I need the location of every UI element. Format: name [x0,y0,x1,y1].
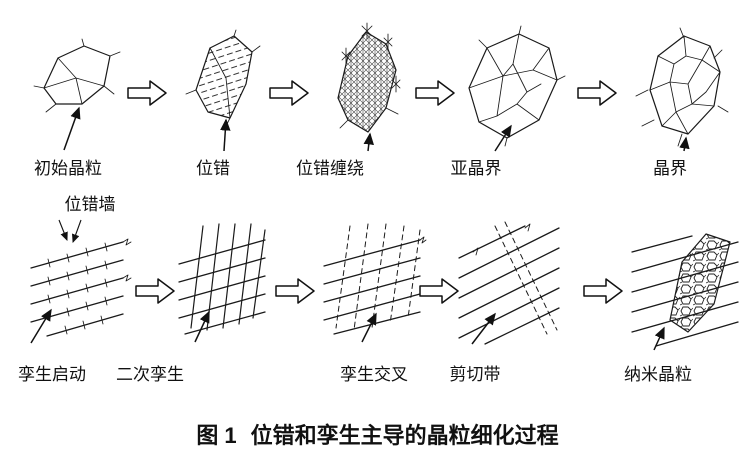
annotation-arrow [72,219,82,244]
pointer-arrow [363,132,374,152]
dislocation-label: 位错 [196,159,230,178]
pointer-arrow [30,308,52,344]
figure-caption-number: 图 1 [196,423,237,448]
subgrain-boundary-label: 亚晶界 [450,159,502,178]
pointer-arrow [194,310,210,343]
twin-initiation-sketch [30,219,132,344]
dislocation-tangle-label: 位错缠绕 [296,159,364,178]
pointer-arrow [63,106,81,151]
shear-band-sketch [458,221,560,345]
flow-arrow-icon [275,278,315,304]
shear-band-label: 剪切带 [449,365,501,384]
flow-arrow-icon [135,278,175,304]
nano-grains-sketch [631,233,739,351]
flow-arrow-icon [583,278,623,304]
pointer-arrow [679,136,690,152]
secondary-twinning-sketch [178,223,266,343]
secondary-twin-label: 二次孪生 [116,365,184,384]
pointer-arrow [653,326,665,351]
twin-intersection-label: 孪生交叉 [340,365,408,384]
twin-initiation-label: 孪生启动 [18,365,86,384]
flow-arrow-icon [419,278,459,304]
flow-arrow-icon [577,80,617,106]
dislocations-sketch [185,29,261,152]
annotation-arrow [58,219,68,242]
nano-grain-label: 纳米晶粒 [624,365,692,384]
initial-grain-sketch [33,38,121,151]
initial-grain-label: 初始晶粒 [34,159,102,178]
figure-caption-text: 位错和孪生主导的晶粒细化过程 [250,423,559,448]
pointer-arrow [220,118,231,152]
flow-arrow-icon [415,80,455,106]
sub-grain-boundaries-sketch [468,25,566,152]
pointer-arrow [361,312,377,343]
grain-boundary-label: 晶界 [653,159,687,178]
flow-arrow-icon [127,80,167,106]
pointer-arrow [471,312,496,345]
pointer-arrow [494,124,512,152]
dislocation-tangles-sketch [337,22,401,152]
dislocation-wall-label: 位错墙 [64,195,116,214]
grain-boundaries-sketch [635,27,729,152]
figure-caption: 图 1 位错和孪生主导的晶粒细化过程 [0,418,755,450]
flow-arrow-icon [269,80,309,106]
twin-intersection-sketch [323,223,427,343]
